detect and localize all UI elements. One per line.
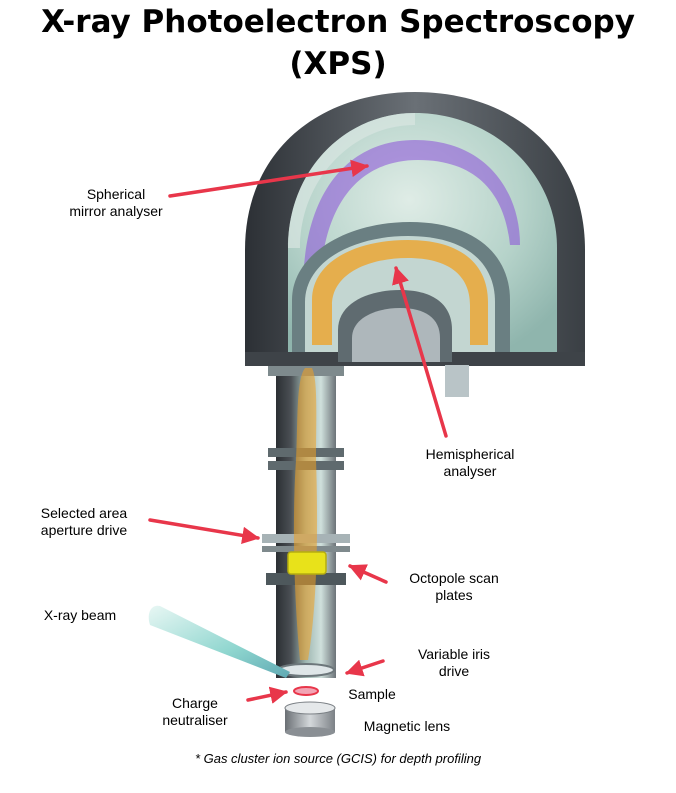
label-variable-iris-drive: Variable iris drive bbox=[417, 646, 491, 679]
label-selected-area-aperture-drive: Selected area aperture drive bbox=[40, 505, 128, 538]
electron-trajectory-inner bbox=[312, 240, 488, 345]
label-magnetic-lens: Magnetic lens bbox=[363, 718, 451, 734]
electron-trajectory-outer bbox=[303, 140, 520, 290]
page-title: X-ray Photoelectron Spectroscopy bbox=[41, 4, 635, 40]
footnote: * Gas cluster ion source (GCIS) for dept… bbox=[194, 751, 482, 766]
octopole-scan-plates bbox=[287, 551, 327, 575]
label-octopole-scan-plates: Octopole scan plates bbox=[409, 570, 499, 603]
label-xray-beam: X-ray beam bbox=[43, 607, 117, 623]
xray-beam-cone bbox=[148, 605, 290, 678]
label-charge-neutraliser: Charge neutraliser bbox=[162, 695, 228, 728]
magnetic-lens bbox=[284, 701, 336, 737]
label-arrows bbox=[148, 159, 448, 704]
label-spherical-mirror-analyser: Spherical mirror analyser bbox=[69, 186, 163, 219]
label-sample: Sample bbox=[348, 686, 396, 702]
page-subtitle: (XPS) bbox=[289, 46, 387, 82]
sample-disc bbox=[293, 686, 319, 696]
label-hemispherical-analyser: Hemispherical analyser bbox=[425, 446, 515, 479]
lens-column bbox=[262, 366, 350, 678]
